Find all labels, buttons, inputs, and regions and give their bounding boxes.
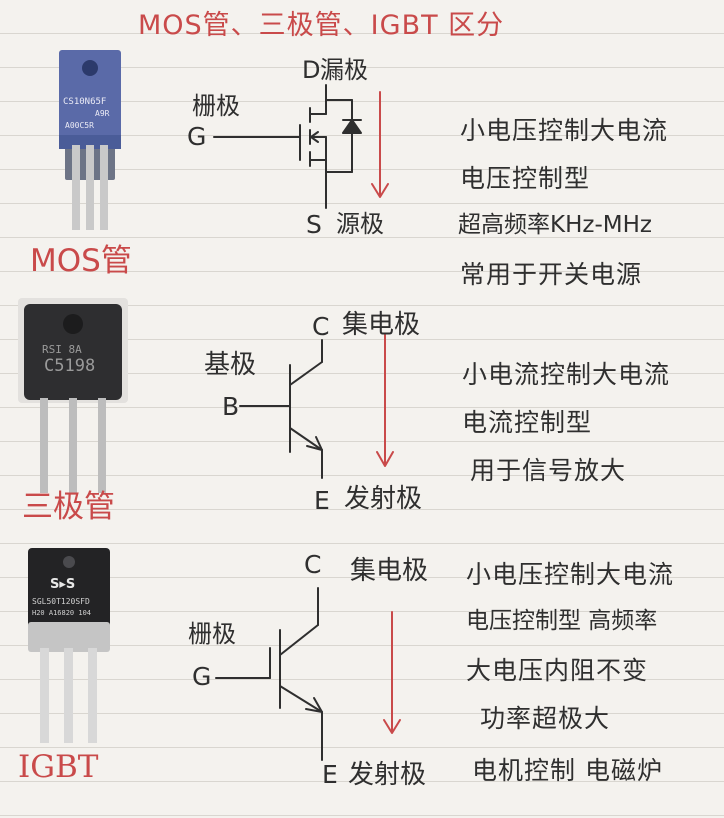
current-arrows: [372, 92, 400, 733]
mosfet-pin-s-name: 源极: [336, 212, 384, 236]
bjt-pin-b: B: [222, 394, 239, 419]
igbt-pin-e-name: 发射极: [348, 762, 426, 788]
igbt-note-2: 电压控制型 高频率: [466, 610, 657, 633]
bjt-note-1: 小电流控制大电流: [462, 362, 670, 387]
bjt-pin-b-name: 基极: [204, 352, 256, 378]
igbt-pin-c: C: [304, 552, 321, 577]
mosfet-pin-g-name: 栅极: [192, 94, 240, 118]
igbt-pin-g-name: 栅极: [188, 622, 236, 646]
mosfet-note-3: 超高频率KHz-MHz: [458, 214, 652, 237]
bjt-note-3: 用于信号放大: [470, 458, 626, 483]
mosfet-note-1: 小电压控制大电流: [460, 118, 668, 143]
igbt-note-5: 电机控制 电磁炉: [472, 758, 663, 783]
mosfet-pin-d-name: 漏极: [320, 58, 368, 82]
mosfet-note-4: 常用于开关电源: [460, 262, 642, 287]
igbt-pin-g: G: [192, 664, 211, 689]
igbt-note-3: 大电压内阻不变: [466, 658, 648, 683]
bjt-pin-e-name: 发射极: [344, 486, 422, 512]
bjt-pin-c-name: 集电极: [342, 312, 420, 338]
bjt-pin-c: C: [312, 314, 329, 339]
igbt-note-4: 功率超极大: [480, 706, 610, 731]
bjt-pin-e: E: [314, 488, 330, 513]
mosfet-pin-g: G: [187, 124, 206, 149]
igbt-note-1: 小电压控制大电流: [466, 562, 674, 587]
mosfet-note-2: 电压控制型: [460, 166, 590, 191]
igbt-symbol: [216, 588, 322, 760]
bjt-note-2: 电流控制型: [462, 410, 592, 435]
igbt-pin-e: E: [322, 762, 338, 787]
mosfet-pin-s: S: [306, 212, 322, 237]
igbt-pin-c-name: 集电极: [350, 558, 428, 584]
mosfet-pin-d: D: [302, 58, 320, 82]
